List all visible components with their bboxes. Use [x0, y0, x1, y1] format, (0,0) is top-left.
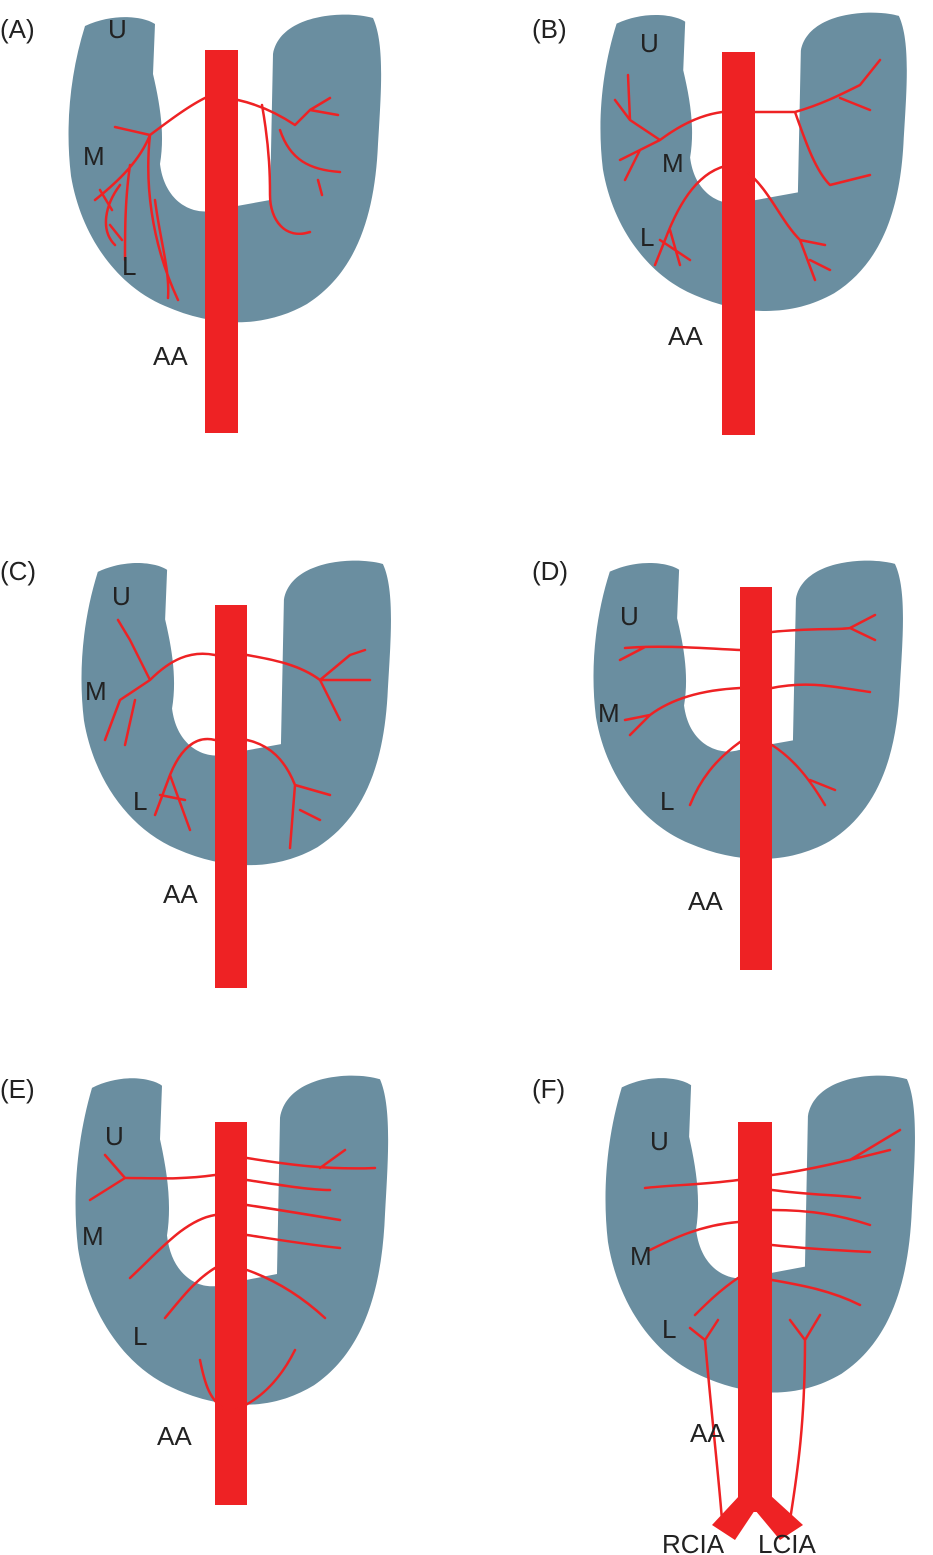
- renal-artery-upper: [618, 613, 877, 662]
- label-upper: U: [620, 601, 639, 631]
- label-lower: L: [133, 786, 147, 816]
- renal-artery-middle: [128, 1203, 342, 1280]
- label-rcia: RCIA: [662, 1529, 725, 1555]
- label-lower: L: [662, 1314, 676, 1344]
- renal-artery-lower: [693, 1276, 862, 1317]
- renal-artery-lower: [153, 737, 332, 850]
- label-aorta: AA: [153, 341, 188, 371]
- renal-artery-upper: [88, 1148, 377, 1202]
- label-middle: M: [598, 698, 620, 728]
- panel-label: (E): [0, 1074, 35, 1104]
- abdominal-aorta: [722, 52, 755, 435]
- panel-label: (D): [532, 556, 568, 586]
- accessory-renal-arteries: [688, 1313, 822, 1522]
- renal-artery-right: [236, 96, 342, 235]
- renal-artery-lower: [163, 1266, 327, 1412]
- abdominal-aorta: [740, 587, 772, 970]
- label-upper: U: [105, 1121, 124, 1151]
- abdominal-aorta: [205, 50, 238, 433]
- renal-artery-middle: [648, 1208, 872, 1254]
- label-aorta: AA: [668, 321, 703, 351]
- renal-artery-upper: [613, 58, 882, 187]
- label-lower: L: [660, 786, 674, 816]
- abdominal-aorta: [215, 1122, 247, 1505]
- renal-artery-left: [93, 95, 209, 302]
- label-middle: M: [630, 1241, 652, 1271]
- label-upper: U: [108, 14, 127, 44]
- panel-b: (B) U M L AA: [532, 12, 907, 435]
- renal-artery-lower: [688, 740, 837, 807]
- renal-artery-lower: [653, 163, 832, 282]
- renal-artery-upper: [643, 1128, 902, 1200]
- label-middle: M: [83, 141, 105, 171]
- renal-artery-upper: [103, 618, 372, 747]
- panel-label: (F): [532, 1074, 565, 1104]
- panel-label: (C): [0, 556, 36, 586]
- label-aorta: AA: [688, 886, 723, 916]
- panel-a: (A) U M L AA: [0, 14, 382, 433]
- label-lcia: LCIA: [758, 1529, 816, 1555]
- panel-d: (D) U M L AA: [532, 556, 903, 970]
- label-upper: U: [650, 1126, 669, 1156]
- renal-artery-middle: [623, 683, 872, 737]
- panel-f: (F) U M L AA RCIA LCIA: [532, 1074, 915, 1555]
- label-lower: L: [133, 1321, 147, 1351]
- label-lower: L: [122, 251, 136, 281]
- label-middle: M: [85, 676, 107, 706]
- abdominal-aorta: [215, 605, 247, 988]
- label-upper: U: [112, 581, 131, 611]
- left-common-iliac-artery: [755, 1495, 803, 1540]
- label-aorta: AA: [157, 1421, 192, 1451]
- panel-e: (E) U M L AA: [0, 1074, 389, 1505]
- panel-label: (B): [532, 14, 567, 44]
- abdominal-aorta: [738, 1122, 772, 1512]
- label-aorta: AA: [690, 1418, 725, 1448]
- label-middle: M: [82, 1221, 104, 1251]
- label-upper: U: [640, 28, 659, 58]
- label-aorta: AA: [163, 879, 198, 909]
- label-lower: L: [640, 222, 654, 252]
- right-common-iliac-artery: [712, 1495, 755, 1540]
- panel-c: (C) U M L AA: [0, 556, 391, 988]
- panel-label: (A): [0, 14, 35, 44]
- label-middle: M: [662, 148, 684, 178]
